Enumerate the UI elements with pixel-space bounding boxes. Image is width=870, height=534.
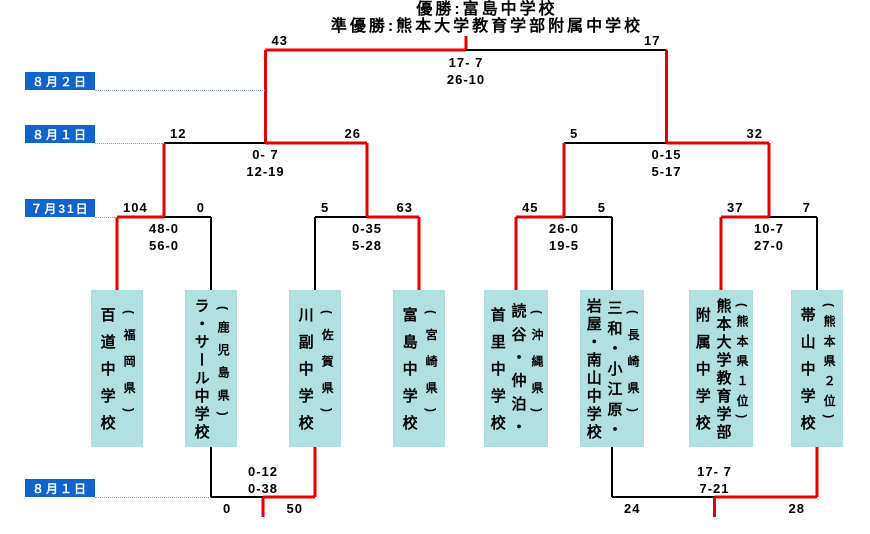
team-name-column: ラ・サール中学校 — [192, 298, 210, 442]
date-dotted-line — [95, 90, 265, 91]
score-label: 17 — [644, 33, 660, 48]
team-box: 首里中学校読谷・仲泊・(沖縄県) — [484, 290, 548, 447]
score-label: 24 — [624, 501, 640, 516]
half-time-score: 26-0 — [549, 221, 579, 236]
half-time-score: 0-38 — [248, 481, 278, 496]
date-label-consolation: ８月１日 — [25, 479, 95, 497]
half-time-score: 26-10 — [447, 72, 485, 87]
team-prefecture-column: (佐賀県) — [320, 309, 335, 427]
date-dotted-line — [95, 143, 164, 144]
score-label: 26 — [345, 126, 361, 141]
team-name-column: 熊本大学教育学部 — [714, 298, 732, 442]
half-time-score: 17- 7 — [697, 464, 732, 479]
half-time-score: 17- 7 — [449, 55, 484, 70]
score-label: 104 — [123, 200, 148, 215]
half-time-score: 12-19 — [246, 164, 284, 179]
date-dotted-line — [95, 497, 211, 498]
half-time-score: 19-5 — [549, 238, 579, 253]
team-name-column: 岩屋・南山中学校 — [584, 298, 602, 442]
team-name-column: 首里中学校 — [488, 307, 506, 442]
half-time-score: 48-0 — [149, 221, 179, 236]
runner-up-label: 準優勝:熊本大学教育学部附属中学校 — [330, 18, 644, 35]
team-name-column: 帯山中学校 — [798, 307, 816, 442]
team-box: 附属中学校熊本大学教育学部(熊本県１位) — [689, 290, 753, 447]
half-time-score: 10-7 — [754, 221, 784, 236]
score-label: 5 — [321, 200, 329, 215]
score-label: 45 — [522, 200, 538, 215]
half-time-score: 5-28 — [352, 238, 382, 253]
team-name-column: 読谷・仲泊・ — [509, 303, 527, 442]
team-name-column: 附属中学校 — [693, 307, 711, 442]
half-time-score: 7-21 — [699, 481, 729, 496]
score-label: 28 — [789, 501, 805, 516]
team-box: 富島中学校 (宮崎県) — [393, 290, 445, 447]
score-label: 32 — [747, 126, 763, 141]
team-box: 百道中学校 (福岡県) — [91, 290, 143, 447]
score-label: 12 — [170, 126, 186, 141]
team-box: 川副中学校 (佐賀県) — [289, 290, 341, 447]
score-label: 0 — [197, 200, 205, 215]
team-name-column: 川副中学校 — [296, 307, 314, 442]
champion-label: 優勝:富島中学校 — [416, 1, 558, 18]
team-prefecture-column: (熊本県２位) — [822, 302, 837, 426]
half-time-score: 0-35 — [352, 221, 382, 236]
score-label: 37 — [727, 200, 743, 215]
date-dotted-line — [95, 217, 117, 218]
score-label: 63 — [397, 200, 413, 215]
team-prefecture-column: (宮崎県) — [424, 309, 439, 427]
result-title: 優勝:富島中学校 準優勝:熊本大学教育学部附属中学校 — [331, 1, 643, 35]
date-label-semifinal: ８月１日 — [25, 125, 95, 143]
team-box: ラ・サール中学校 (鹿児島県) — [185, 290, 237, 447]
team-prefecture-column: (福岡県) — [122, 309, 137, 427]
score-label: 5 — [598, 200, 606, 215]
date-label-final: ８月２日 — [25, 72, 95, 90]
team-name-column: 百道中学校 — [98, 307, 116, 442]
team-name-column: 三和・小江原・ — [605, 300, 623, 442]
half-time-score: 0-12 — [248, 464, 278, 479]
date-label-quarterfinal: ７月31日 — [25, 199, 95, 217]
half-time-score: 0-15 — [651, 147, 681, 162]
score-label: 7 — [803, 200, 811, 215]
team-prefecture-column: (鹿児島県) — [216, 305, 231, 426]
team-box: 岩屋・南山中学校三和・小江原・(長崎県) — [580, 290, 644, 447]
score-label: 50 — [287, 501, 303, 516]
team-prefecture-column: (熊本県１位) — [735, 302, 749, 426]
score-label: 0 — [223, 501, 231, 516]
team-prefecture-column: (長崎県) — [626, 309, 640, 427]
half-time-score: 5-17 — [651, 164, 681, 179]
half-time-score: 27-0 — [754, 238, 784, 253]
team-box: 帯山中学校 (熊本県２位) — [791, 290, 843, 447]
team-prefecture-column: (沖縄県) — [530, 309, 544, 427]
score-label: 5 — [570, 126, 578, 141]
half-time-score: 56-0 — [149, 238, 179, 253]
team-name-column: 富島中学校 — [400, 307, 418, 442]
half-time-score: 0- 7 — [252, 147, 278, 162]
score-label: 43 — [272, 33, 288, 48]
